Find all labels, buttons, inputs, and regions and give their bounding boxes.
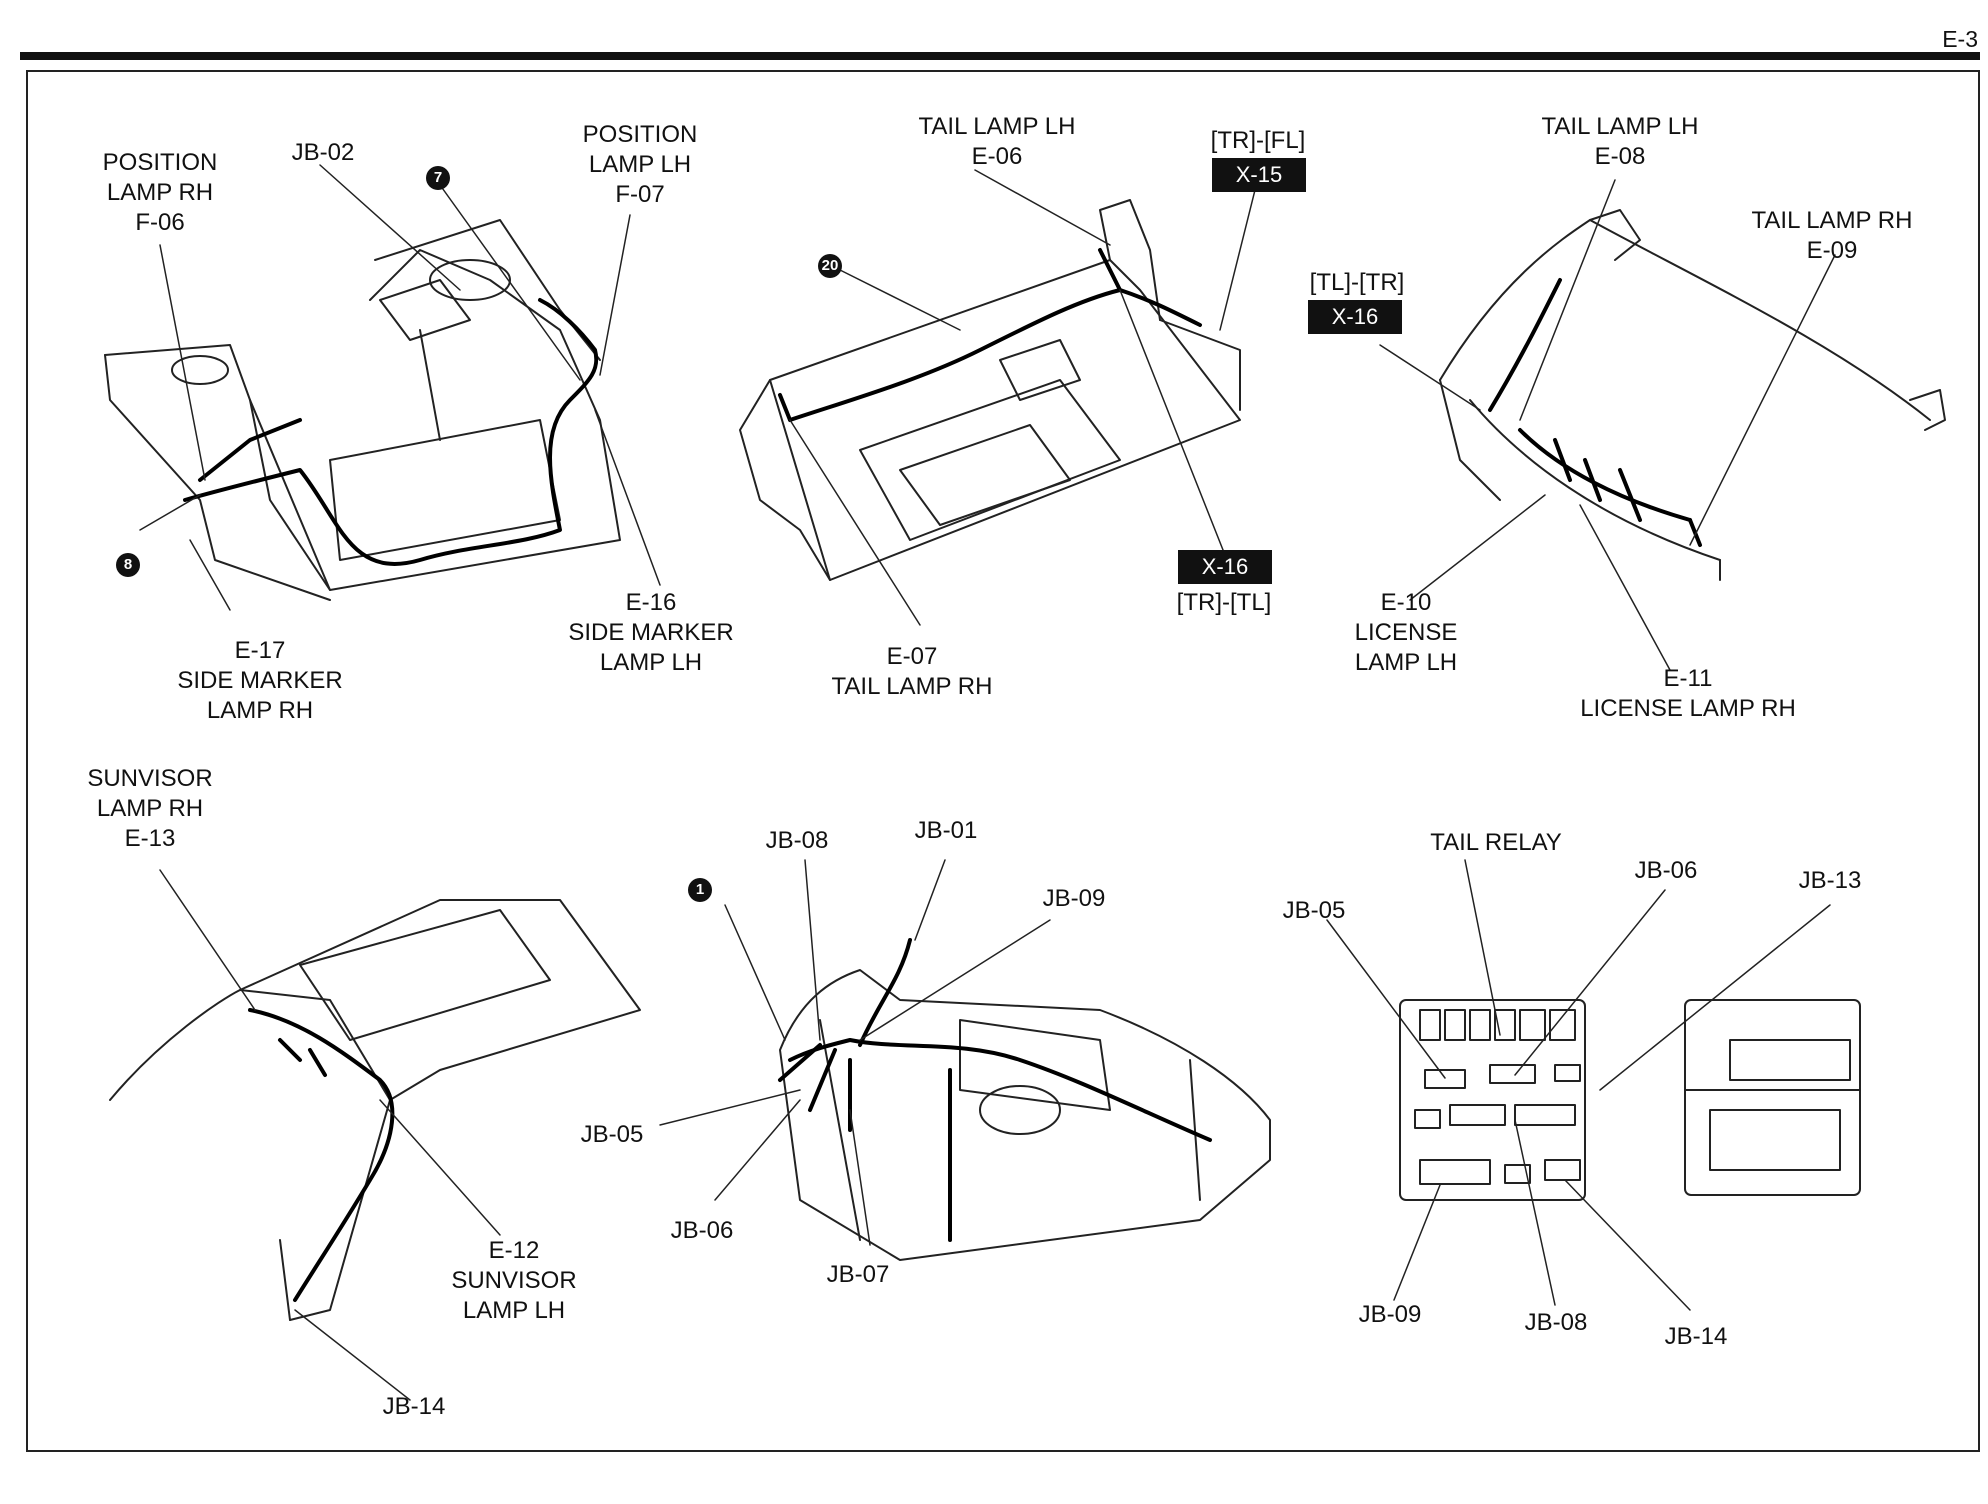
roof-harness-path xyxy=(248,1008,395,1302)
side-marker-lamp-lh-label: E-16 SIDE MARKER LAMP LH xyxy=(568,588,733,678)
jb-07-label: JB-07 xyxy=(826,1261,890,1288)
jb-13-label: JB-13 xyxy=(1798,867,1862,894)
callout-bubble-20: 20 xyxy=(818,254,842,278)
dash-sketch xyxy=(779,969,1271,1261)
position-lamp-lh-label: POSITION LAMP LH F-07 xyxy=(583,120,698,210)
label-line: LICENSE LAMP RH xyxy=(1580,695,1796,722)
label-line: E-09 xyxy=(1806,237,1858,264)
label-line: SIDE MARKER xyxy=(177,667,343,694)
label-line: E-13 xyxy=(124,825,176,852)
license-lamp-lh-label: E-10 LICENSE LAMP LH xyxy=(1355,588,1458,678)
callout-bubble-7: 7 xyxy=(426,166,450,190)
tl-tr-label: [TL]-[TR] xyxy=(1309,269,1405,296)
label-line: F-07 xyxy=(615,181,665,208)
x-15-connector-tag: X-15 xyxy=(1212,158,1306,192)
lid-leader-lines xyxy=(1379,179,1836,671)
side-marker-lamp-rh-label: E-17 SIDE MARKER LAMP RH xyxy=(177,636,342,726)
diagram-frame xyxy=(26,70,1980,1452)
trunk-lid-sketch xyxy=(1439,209,1946,581)
label-line: TAIL LAMP RH xyxy=(831,673,993,700)
sunvisor-lamp-rh-label: SUNVISOR LAMP RH E-13 xyxy=(87,764,212,854)
label-line: LAMP LH xyxy=(588,151,692,178)
tr-tl-label: [TR]-[TL] xyxy=(1176,589,1272,616)
label-line: TAIL LAMP LH xyxy=(1541,113,1699,140)
jb-06-dash-label: JB-06 xyxy=(670,1217,734,1244)
jb-05-junction-label: JB-05 xyxy=(1282,897,1346,924)
jb-14-junction-label: JB-14 xyxy=(1664,1323,1728,1350)
label-line: F-06 xyxy=(135,209,185,236)
tail-lamp-rh-e07-label: E-07 TAIL LAMP RH xyxy=(832,642,993,702)
roof-leader-lines xyxy=(159,869,501,1401)
label-line: SIDE MARKER xyxy=(568,619,734,646)
jb-08-junction-label: JB-08 xyxy=(1524,1309,1588,1336)
dash-harness-path xyxy=(778,938,1212,1242)
callout-bubble-1: 1 xyxy=(688,878,712,902)
sunvisor-lamp-lh-label: E-12 SUNVISOR LAMP LH xyxy=(451,1236,576,1326)
label-line: E-16 xyxy=(625,589,677,616)
lid-harness-path xyxy=(1488,278,1702,547)
jb-06-junction-label: JB-06 xyxy=(1634,857,1698,884)
license-lamp-rh-label: E-11 LICENSE LAMP RH xyxy=(1580,664,1796,724)
jb-05-dash-label: JB-05 xyxy=(580,1121,644,1148)
callout-bubble-8: 8 xyxy=(116,553,140,577)
jb-02-label: JB-02 xyxy=(291,139,355,166)
position-lamp-rh-label: POSITION LAMP RH F-06 xyxy=(103,148,218,238)
tail-relay-label: TAIL RELAY xyxy=(1430,829,1562,856)
jb-08-dash-label: JB-08 xyxy=(765,827,829,854)
label-line: LAMP RH xyxy=(106,179,214,206)
label-line: E-10 xyxy=(1380,589,1432,616)
label-line: E-17 xyxy=(234,637,286,664)
label-line: E-11 xyxy=(1663,665,1713,692)
label-line: E-12 xyxy=(488,1237,540,1264)
label-line: LAMP LH xyxy=(599,649,703,676)
label-line: SUNVISOR xyxy=(451,1267,577,1294)
label-line: LAMP RH xyxy=(206,697,314,724)
label-line: LAMP LH xyxy=(462,1297,566,1324)
tail-lamp-lh-e08-label: TAIL LAMP LH E-08 xyxy=(1542,112,1699,172)
trunk-leader-lines xyxy=(789,169,1256,626)
tail-lamp-rh-e09-label: TAIL LAMP RH E-09 xyxy=(1752,206,1913,266)
page-number: E-3 xyxy=(1942,26,1978,52)
jb-09-dash-label: JB-09 xyxy=(1042,885,1106,912)
junction-leader-lines xyxy=(1326,859,1831,1311)
junction-box-sketch xyxy=(1399,999,1861,1201)
tail-lamp-lh-e06-label: TAIL LAMP LH E-06 xyxy=(919,112,1076,172)
label-line: TAIL LAMP RH xyxy=(1751,207,1913,234)
label-line: LAMP RH xyxy=(96,795,204,822)
label-line: E-08 xyxy=(1594,143,1646,170)
front-end-body-sketch xyxy=(104,219,621,601)
label-line: E-06 xyxy=(971,143,1023,170)
label-line: POSITION xyxy=(582,121,698,148)
jb-01-label: JB-01 xyxy=(914,817,978,844)
front-leader-lines xyxy=(139,164,661,611)
label-line: LAMP LH xyxy=(1354,649,1458,676)
label-line: LICENSE xyxy=(1354,619,1458,646)
jb-14-roof-label: JB-14 xyxy=(382,1393,446,1420)
label-line: SUNVISOR xyxy=(87,765,213,792)
label-line: E-07 xyxy=(886,643,938,670)
x-16-connector-tag: X-16 xyxy=(1178,550,1272,584)
top-rule xyxy=(20,52,1980,60)
front-harness-path xyxy=(183,298,599,566)
tr-fl-label: [TR]-[FL] xyxy=(1210,127,1306,154)
trunk-harness-path xyxy=(778,248,1202,422)
dash-leader-lines xyxy=(659,859,1051,1246)
label-line: TAIL LAMP LH xyxy=(918,113,1076,140)
jb-09-junction-label: JB-09 xyxy=(1358,1301,1422,1328)
label-line: POSITION xyxy=(102,149,218,176)
x-16-lid-connector-tag: X-16 xyxy=(1308,300,1402,334)
trunk-body-sketch xyxy=(739,199,1241,581)
